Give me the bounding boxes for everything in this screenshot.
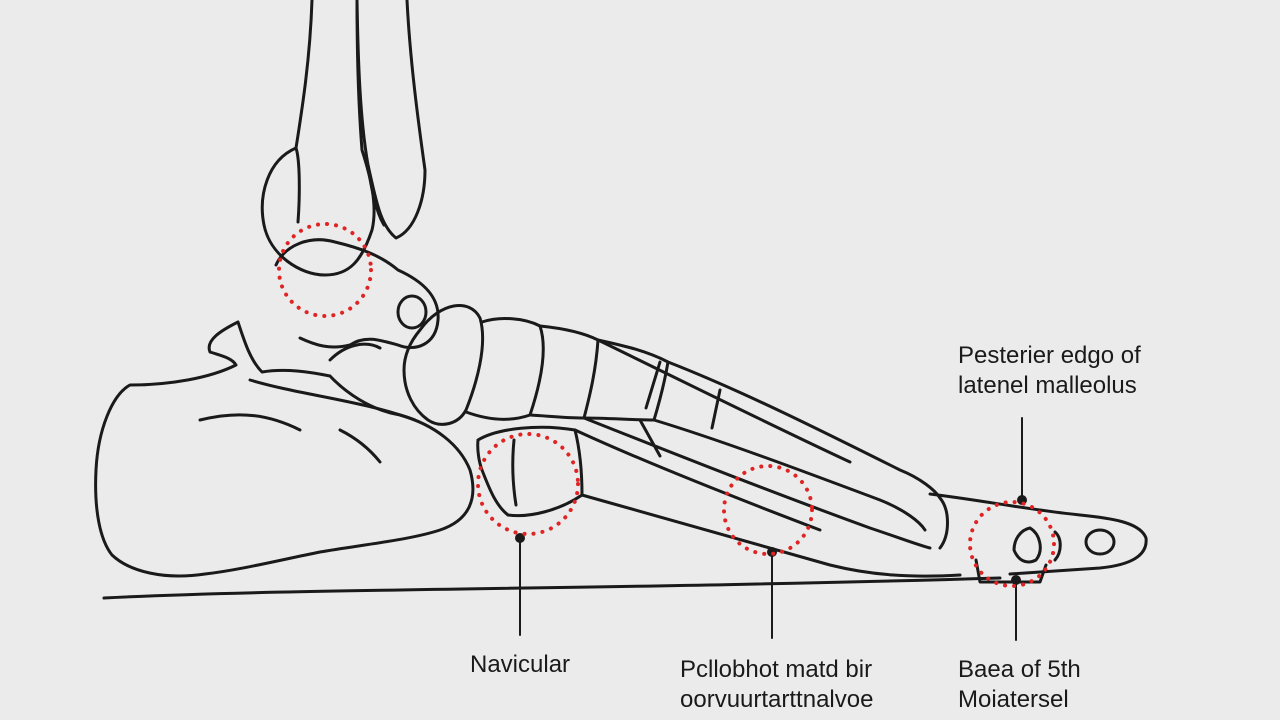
cuneiform-2 — [528, 324, 600, 420]
metatarsal-1-lower — [652, 418, 927, 532]
fibula-outline — [355, 0, 427, 240]
fifth-metatarsal-base — [974, 558, 1048, 584]
calcaneus-detail-4 — [328, 342, 382, 362]
talus-outline — [274, 238, 440, 350]
midfoot-label-line1: Pcllobhot matd bir — [680, 656, 873, 683]
metatarsal-2 — [596, 338, 852, 464]
metatarsal-cap-left — [638, 418, 662, 458]
ground-line — [102, 576, 1002, 600]
talus-head — [396, 294, 428, 330]
fibula-malleolus-line — [366, 163, 386, 227]
navicular-pointer-dot — [515, 533, 525, 543]
tibia-outline — [260, 0, 376, 277]
fifth-metatarsal-pointer-dot — [1011, 575, 1021, 585]
calcaneus-detail-2 — [198, 413, 302, 432]
metatarsal-3 — [582, 416, 932, 550]
metatarsal-1 — [666, 360, 942, 500]
middle-pointer-dot — [767, 547, 777, 557]
metatarsal-cap-right — [644, 360, 662, 410]
cuboid-outline — [476, 425, 584, 518]
cuneiform-1 — [464, 317, 545, 421]
fifth-metatarsal-label: Baea of 5th Moiatersel — [958, 655, 1081, 715]
calcaneus-detail-3 — [338, 428, 382, 464]
fifth-metatarsal-marker-circle — [968, 500, 1056, 588]
lateral-malleolus-label: Pesterier edgo of latenel malleolus — [958, 341, 1141, 401]
calcaneus-outline — [94, 320, 475, 578]
phalanges-outline — [928, 492, 1148, 576]
cuboid-detail — [511, 438, 518, 507]
distal-phalanx — [1084, 528, 1116, 556]
metatarsal-4 — [573, 428, 822, 532]
lateral-malleolus-label-line2: latenel malleolus — [958, 372, 1137, 399]
metatarsal-cap-mid — [710, 388, 722, 430]
middle-phalanx — [1012, 526, 1042, 564]
navicular-marker-circle — [476, 432, 580, 536]
toe-joint-line — [1053, 530, 1062, 562]
tibia-inner-line — [294, 146, 301, 224]
midfoot-label-line2: oorvuurtarttnalvoe — [680, 686, 874, 713]
proximal-phalanx — [938, 496, 949, 550]
navicular-label: Navicular — [470, 650, 570, 680]
navicular-label-line1: Navicular — [470, 651, 571, 678]
calcaneus-detail-1 — [248, 378, 417, 422]
fifth-metatarsal-label-line2: Moiatersel — [958, 686, 1069, 713]
midfoot-marker-circle — [722, 464, 814, 556]
fifth-metatarsal-label-line1: Baea of 5th — [958, 656, 1081, 683]
lateral-malleolus-label-line1: Pesterier edgo of — [958, 342, 1141, 369]
ankle-marker-circle — [277, 222, 373, 318]
midfoot-label: Pcllobhot matd bir oorvuurtarttnalvoe — [680, 655, 873, 715]
metatarsal-5 — [580, 493, 962, 578]
cuneiform-3 — [582, 338, 670, 422]
navicular-bone-outline — [402, 304, 485, 426]
